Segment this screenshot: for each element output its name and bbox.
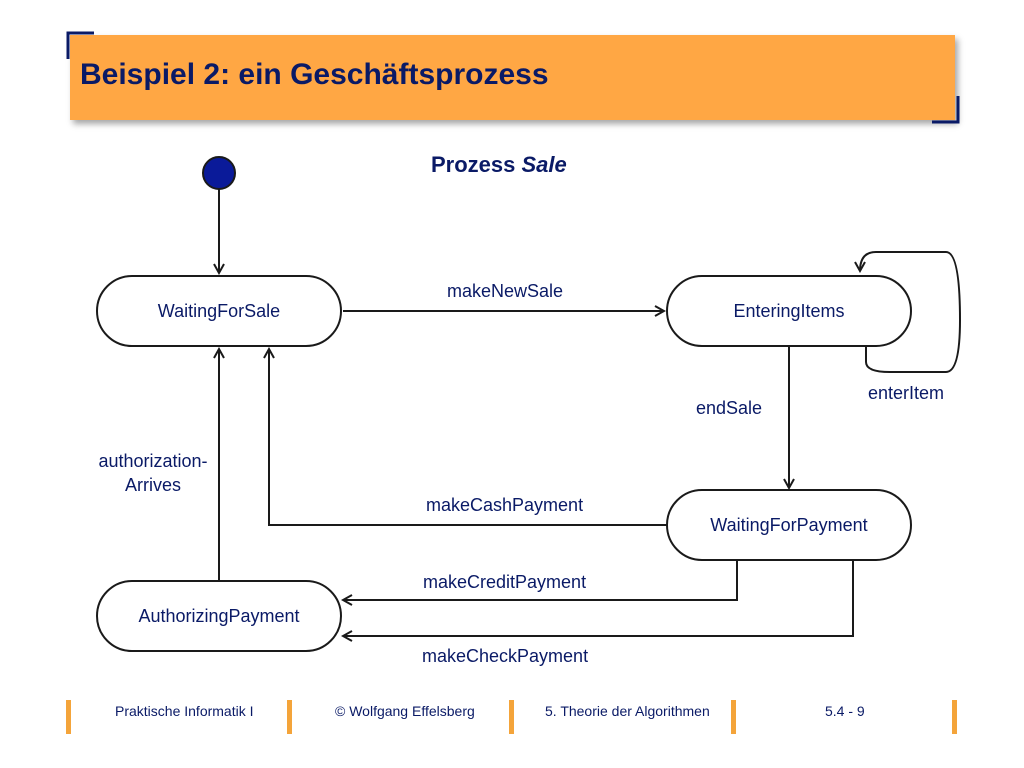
label-make-credit-payment: makeCreditPayment (423, 572, 587, 592)
label-authorization-arrives-line2: Arrives (124, 475, 181, 495)
corner-bracket-top-left (66, 31, 94, 59)
footer-chapter: 5. Theorie der Algorithmen (545, 703, 710, 719)
state-authorizing-payment: AuthorizingPayment (96, 580, 342, 652)
footer-divider (509, 700, 514, 734)
title-bar (70, 35, 955, 120)
label-enter-item: enterItem (868, 383, 945, 403)
label-end-sale: endSale (696, 398, 763, 418)
state-waiting-for-sale: WaitingForSale (96, 275, 342, 347)
state-entering-items: EnteringItems (666, 275, 912, 347)
state-label: WaitingForSale (157, 300, 281, 321)
state-label: AuthorizingPayment (138, 605, 300, 626)
footer-divider (952, 700, 957, 734)
footer-author: © Wolfgang Effelsberg (335, 703, 475, 719)
label-make-check-payment: makeCheckPayment (422, 646, 589, 666)
diagram-title: Prozess Sale (431, 152, 567, 178)
initial-node (202, 156, 236, 190)
diagram-title-name: Sale (521, 152, 567, 177)
slide-title: Beispiel 2: ein Geschäftsprozess (80, 58, 549, 91)
state-waiting-for-payment: WaitingForPayment (666, 489, 912, 561)
state-label: WaitingForPayment (710, 514, 868, 535)
footer-page-number: 5.4 - 9 (825, 703, 865, 719)
corner-bracket-bottom-right (932, 96, 960, 124)
label-authorization-arrives-line1: authorization- (98, 451, 208, 471)
footer-course: Praktische Informatik I (115, 703, 254, 719)
label-make-new-sale: makeNewSale (447, 281, 564, 301)
transition-make-cash-payment (269, 349, 668, 526)
footer-divider (731, 700, 736, 734)
transition-make-credit-payment (343, 561, 738, 600)
footer-divider (66, 700, 71, 734)
state-label: EnteringItems (733, 300, 845, 321)
label-make-cash-payment: makeCashPayment (426, 495, 584, 515)
transition-enter-item (860, 251, 962, 373)
label-authorization-arrives: authorization- Arrives (90, 449, 216, 497)
diagram-title-prefix: Prozess (431, 152, 522, 177)
transition-make-check-payment (343, 561, 854, 636)
footer-divider (287, 700, 292, 734)
